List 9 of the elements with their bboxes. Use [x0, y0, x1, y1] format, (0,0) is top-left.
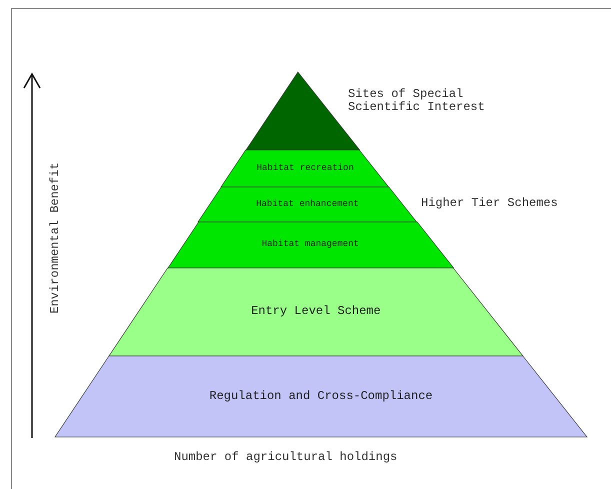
band-label: Habitat recreation — [256, 162, 355, 173]
band-label: Habitat enhancement — [255, 198, 360, 209]
tier-label: Higher Tier Schemes — [421, 196, 558, 210]
band-label: Regulation and Cross-Compliance — [208, 388, 434, 403]
axis-label: Environmental Benefit — [48, 161, 62, 316]
band-label: Habitat management — [260, 239, 360, 250]
tier-label: Sites of Special Scientific Interest — [348, 88, 486, 114]
axis-label: Number of agricultural holdings — [174, 450, 398, 464]
band-label: Entry Level Scheme — [250, 304, 382, 318]
